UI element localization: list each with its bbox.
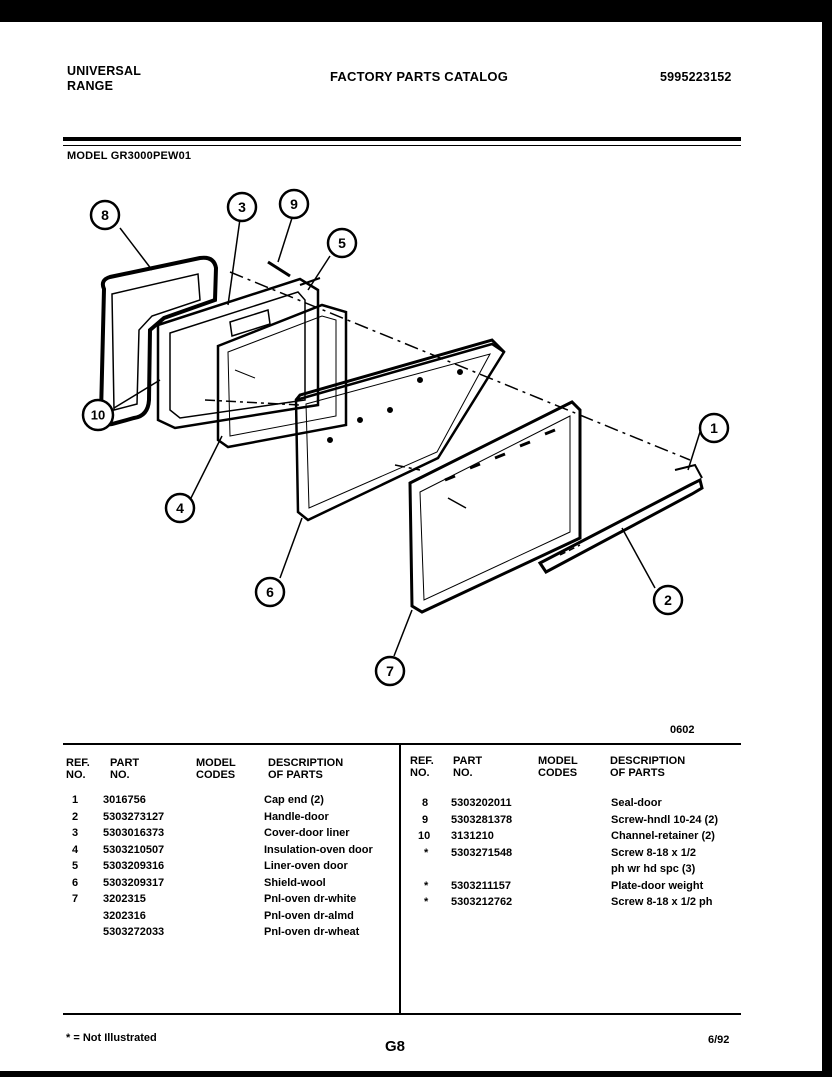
model-line: MODEL GR3000PEW01 (67, 150, 192, 162)
callout-label-5: 5 (338, 235, 346, 251)
callout-circle-3 (226, 191, 258, 223)
page-number: G8 (385, 1038, 406, 1055)
callout-label-3: 3 (238, 199, 246, 215)
catalog-title: FACTORY PARTS CATALOG (330, 69, 509, 84)
callout-label-2: 2 (664, 592, 672, 608)
callout-circle-1 (698, 412, 730, 444)
callout-label-7: 7 (386, 663, 394, 679)
callout-label-10: 10 (91, 408, 105, 423)
callout-label-8: 8 (101, 207, 109, 223)
revision-date: 6/92 (708, 1034, 730, 1046)
callout-circle-9 (278, 188, 310, 220)
top-border-bar (0, 0, 832, 22)
table-top-rule (63, 743, 741, 745)
catalog-number: 5995223152 (660, 70, 732, 84)
leader-1 (687, 431, 701, 471)
leader-3 (227, 218, 241, 306)
leader-6 (279, 517, 303, 579)
header-rule-thick (63, 137, 741, 141)
alignment-line-top (229, 271, 691, 461)
leader-2 (621, 527, 656, 589)
header-ref-right: REF.NO. (410, 755, 434, 779)
alignment-line-mid (204, 399, 301, 406)
not-illustrated-note: * = Not Illustrated (66, 1032, 157, 1044)
callout-circle-6 (254, 576, 286, 608)
callout-circle-10 (81, 398, 115, 432)
part-9-screw (267, 260, 291, 278)
part-7-oven-panel (408, 400, 582, 614)
leader-8 (119, 227, 153, 271)
leader-9 (277, 217, 293, 263)
header-ref-left: REF.NO. (66, 757, 90, 781)
exploded-door-diagram: 8 3 9 5 10 4 6 7 1 2 (81, 188, 730, 687)
brand-line-2: RANGE (67, 79, 114, 93)
table-row: ph wr hd spc (3) (611, 863, 696, 875)
callout-label-9: 9 (290, 196, 298, 212)
right-border-bar (822, 0, 832, 1077)
diagram-code: 0602 (670, 724, 695, 736)
brand-block: UNIVERSAL RANGE (67, 64, 141, 94)
brand-line-1: UNIVERSAL (67, 64, 142, 78)
callout-label-6: 6 (266, 584, 274, 600)
bottom-border-bar (0, 1071, 832, 1077)
leader-5 (307, 255, 331, 291)
part-6-shield-wool (294, 342, 506, 522)
callout-circle-2 (652, 584, 684, 616)
callout-circle-5 (326, 227, 358, 259)
callout-circle-7 (374, 655, 406, 687)
part-4-insulation (216, 303, 348, 449)
leader-7 (393, 609, 413, 657)
part-2-handle-door (537, 477, 704, 574)
callout-label-4: 4 (176, 500, 184, 516)
header-rule-thin (63, 145, 741, 146)
callout-circle-8 (89, 199, 121, 231)
alignment-line-handle (559, 544, 581, 556)
table-bottom-rule (63, 1013, 741, 1015)
leader-4 (189, 435, 223, 501)
callout-label-1: 1 (710, 420, 718, 436)
leader-10 (113, 379, 161, 409)
part-3-cover-door-liner (156, 277, 320, 430)
callout-circle-4 (164, 492, 196, 524)
table-column-divider (399, 745, 401, 1013)
